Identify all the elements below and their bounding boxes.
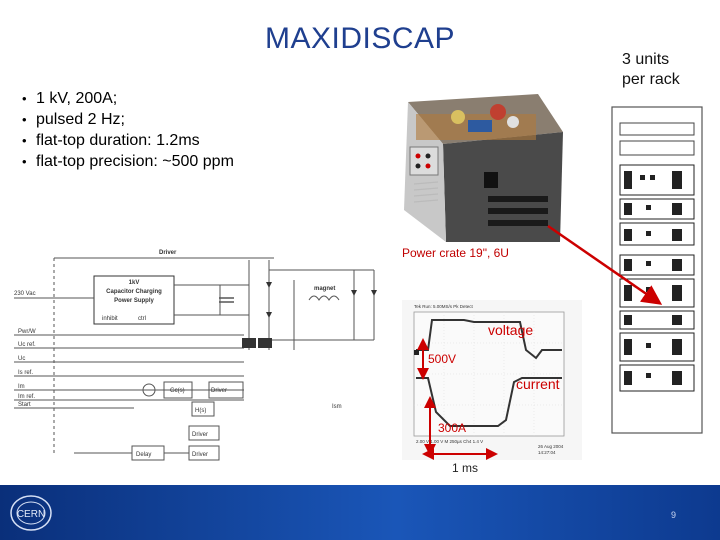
bullet-flat-top-duration: flat-top duration: 1.2ms <box>22 130 234 151</box>
svg-text:Is ref.: Is ref. <box>18 370 33 376</box>
supply-label-line3: Power Supply <box>114 298 154 304</box>
svg-text:Driver: Driver <box>211 388 227 394</box>
input-voltage-label: 230 Vac <box>14 291 36 297</box>
svg-text:Im: Im <box>18 384 25 390</box>
signal-uc-ref: Uc ref. <box>18 342 36 348</box>
svg-text:Uc: Uc <box>18 356 25 362</box>
delay-label: Delay <box>136 452 151 458</box>
driver-label-mid: Driver <box>211 388 227 394</box>
current-label: current <box>516 376 560 392</box>
svg-text:magnet: magnet <box>314 286 335 292</box>
scope-clock: 14:27:04 <box>538 450 556 455</box>
scope-header: Tek Run: 5.00MS/s Pk Detect <box>414 304 474 309</box>
svg-text:Delay: Delay <box>136 452 151 458</box>
driver-label-bottom: Driver <box>192 452 208 458</box>
svg-text:Power Supply: Power Supply <box>114 298 154 304</box>
h-label: H(s) <box>195 408 206 414</box>
svg-text:14:27:04: 14:27:04 <box>538 450 556 455</box>
power-crate-caption: Power crate 19", 6U <box>402 246 509 260</box>
gc-label: Gc(s) <box>170 388 185 394</box>
cern-logo-text: CERN <box>17 509 45 520</box>
current-scale-label: 300A <box>438 421 467 435</box>
bullet-voltage-current: 1 kV, 200A; <box>22 88 234 109</box>
slide-title: MAXIDISCAP <box>264 22 456 55</box>
svg-text:1kV: 1kV <box>129 280 140 286</box>
page-number: 9 <box>671 510 677 520</box>
svg-text:Driver: Driver <box>192 432 208 438</box>
units-note-line1: 3 units <box>622 51 670 68</box>
svg-text:Pwr/W: Pwr/W <box>18 329 36 335</box>
svg-text:Ism: Ism <box>332 404 342 410</box>
svg-text:inhibit: inhibit <box>102 316 118 322</box>
signal-start: Start <box>18 402 31 408</box>
svg-text:CERN: CERN <box>17 509 45 520</box>
signal-uc: Uc <box>18 356 25 362</box>
footer-bar: CERN <box>0 485 720 540</box>
supply-label-line1: 1kV <box>129 280 140 286</box>
units-note: 3 units per rack <box>622 50 680 90</box>
power-crate-photo <box>404 94 563 242</box>
supply-label-line2: Capacitor Charging <box>106 289 162 295</box>
inhibit-label: inhibit <box>102 316 118 322</box>
cern-logo: CERN <box>10 495 52 531</box>
spec-bullets: 1 kV, 200A; pulsed 2 Hz; flat-top durati… <box>22 88 234 172</box>
svg-text:26 Aug 2004: 26 Aug 2004 <box>538 444 564 449</box>
svg-text:Capacitor Charging: Capacitor Charging <box>106 289 162 295</box>
svg-text:Uc ref.: Uc ref. <box>18 342 36 348</box>
driver-label-top: Driver <box>159 250 177 256</box>
driver-label-lower: Driver <box>192 432 208 438</box>
signal-pwr: Pwr/W <box>18 329 36 335</box>
scope-readout: 2.00 V 1.00 V M 250µs Ch4 1.4 V <box>416 439 483 444</box>
voltage-label: voltage <box>488 322 534 338</box>
ism-label: Ism <box>332 404 342 410</box>
signal-im-ref: Im ref. <box>18 394 35 400</box>
magnet-label: magnet <box>314 286 335 292</box>
power-converter-schematic: 1kV Capacitor Charging Power Supply inhi… <box>14 250 377 461</box>
svg-text:Driver: Driver <box>192 452 208 458</box>
rack-diagram <box>611 106 703 434</box>
svg-text:Gc(s): Gc(s) <box>170 388 185 394</box>
svg-text:Im ref.: Im ref. <box>18 394 35 400</box>
bullet-pulse-rate: pulsed 2 Hz; <box>22 109 234 130</box>
svg-text:230 Vac: 230 Vac <box>14 291 36 297</box>
svg-text:Driver: Driver <box>159 250 177 256</box>
svg-text:Tek Run: 5.00MS/s Pk Detect: Tek Run: 5.00MS/s Pk Detect <box>414 304 474 309</box>
time-scale-label: 1 ms <box>452 461 479 475</box>
signal-is-ref: Is ref. <box>18 370 33 376</box>
svg-text:2.00 V 1.00 V M 250µs Ch4: 2.00 V 1.00 V M 250µs Ch4 1.4 V <box>416 439 483 444</box>
svg-text:ctrl: ctrl <box>138 316 146 322</box>
signal-im: Im <box>18 384 25 390</box>
scope-date: 26 Aug 2004 <box>538 444 564 449</box>
voltage-scale-label: 500V <box>428 352 457 366</box>
ctrl-label: ctrl <box>138 316 146 322</box>
units-note-line2: per rack <box>622 71 680 88</box>
bullet-flat-top-precision: flat-top precision: ~500 ppm <box>22 151 234 172</box>
svg-text:H(s): H(s) <box>195 408 206 414</box>
svg-text:Start: Start <box>18 402 31 408</box>
